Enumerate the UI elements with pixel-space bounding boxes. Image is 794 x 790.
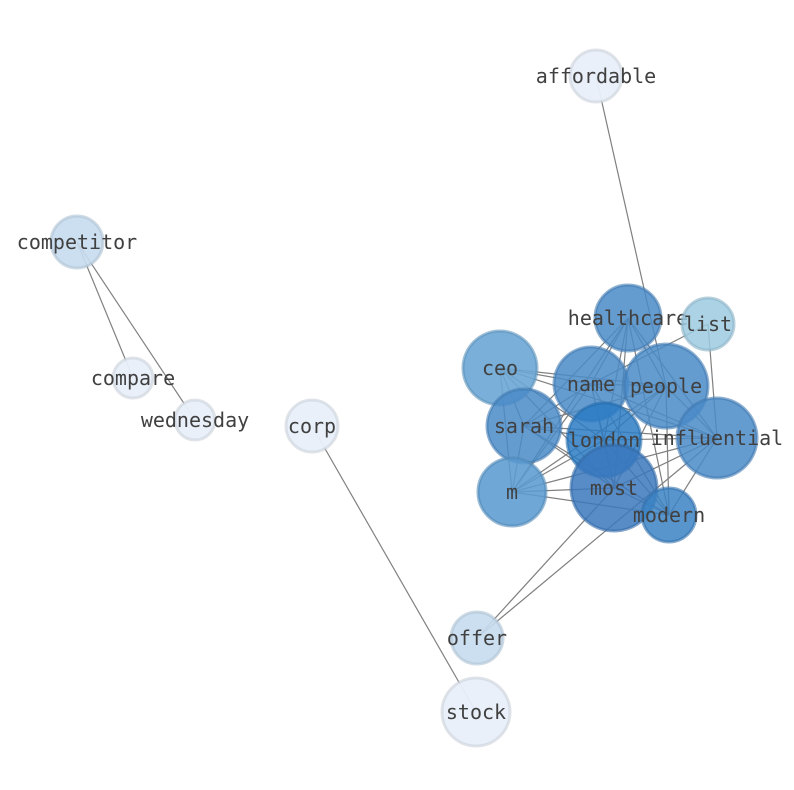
- node-label-affordable: affordable: [536, 64, 656, 88]
- node-label-compare: compare: [91, 366, 175, 390]
- node-sarah[interactable]: sarah: [485, 387, 563, 465]
- node-label-influential: influential: [651, 426, 783, 450]
- node-circle-list[interactable]: [680, 296, 736, 352]
- node-corp[interactable]: corp: [284, 398, 340, 454]
- node-m[interactable]: m: [476, 456, 548, 528]
- edge-offer-influential: [476, 437, 718, 639]
- node-circle-m[interactable]: [476, 456, 548, 528]
- node-circle-wednesday[interactable]: [173, 398, 217, 442]
- node-label-stock: stock: [446, 700, 506, 724]
- node-modern[interactable]: modern: [633, 486, 705, 544]
- node-label-offer: offer: [447, 626, 507, 650]
- node-healthcare[interactable]: healthcare: [568, 283, 688, 353]
- node-label-m: m: [506, 480, 518, 504]
- node-label-ceo: ceo: [482, 356, 518, 380]
- node-competitor[interactable]: competitor: [17, 214, 137, 270]
- node-offer[interactable]: offer: [447, 610, 507, 666]
- node-ceo[interactable]: ceo: [461, 329, 539, 407]
- node-circle-most[interactable]: [569, 443, 659, 533]
- edge-corp-stock: [311, 425, 477, 713]
- node-influential[interactable]: influential: [651, 396, 783, 480]
- node-wednesday[interactable]: wednesday: [141, 398, 249, 442]
- node-circle-compare[interactable]: [111, 356, 155, 400]
- node-compare[interactable]: compare: [91, 356, 175, 400]
- node-label-competitor: competitor: [17, 230, 137, 254]
- node-affordable[interactable]: affordable: [536, 48, 656, 104]
- node-label-list: list: [684, 312, 732, 336]
- node-circle-healthcare[interactable]: [593, 283, 663, 353]
- node-label-sarah: sarah: [494, 414, 554, 438]
- node-list[interactable]: list: [680, 296, 736, 352]
- node-circle-competitor[interactable]: [49, 214, 105, 270]
- node-stock[interactable]: stock: [440, 676, 512, 748]
- node-circle-people[interactable]: [622, 342, 710, 430]
- node-label-healthcare: healthcare: [568, 306, 688, 330]
- graph-nodes: affordable competitor compare wednesday corp…: [17, 48, 783, 748]
- node-label-name: name: [567, 372, 615, 396]
- node-circle-corp[interactable]: [284, 398, 340, 454]
- node-label-people: people: [630, 374, 702, 398]
- node-circle-modern[interactable]: [640, 486, 698, 544]
- node-most[interactable]: most: [569, 443, 659, 533]
- node-label-modern: modern: [633, 503, 705, 527]
- node-circle-offer[interactable]: [449, 610, 505, 666]
- node-label-most: most: [590, 476, 638, 500]
- node-label-wednesday: wednesday: [141, 408, 249, 432]
- node-label-corp: corp: [288, 414, 336, 438]
- node-circle-affordable[interactable]: [568, 48, 624, 104]
- node-circle-influential[interactable]: [675, 396, 759, 480]
- node-people[interactable]: people: [622, 342, 710, 430]
- edge-competitor-wednesday: [76, 241, 196, 421]
- node-circle-stock[interactable]: [440, 676, 512, 748]
